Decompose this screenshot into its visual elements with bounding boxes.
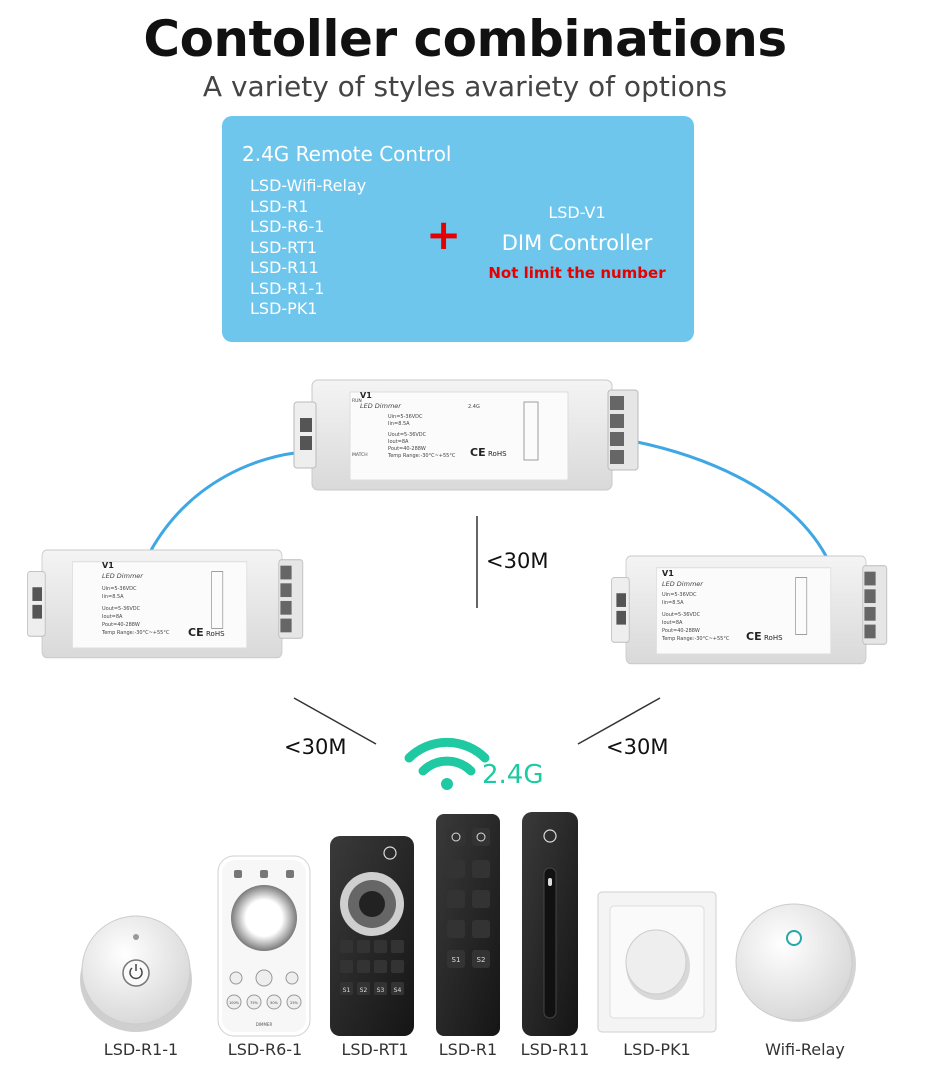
remote-model-item: LSD-R1-1 xyxy=(250,278,325,298)
svg-text:75%: 75% xyxy=(250,1001,258,1005)
controller-type-text: LED Dimmer xyxy=(360,402,402,410)
svg-text:S2: S2 xyxy=(477,956,486,964)
svg-text:S3: S3 xyxy=(377,987,385,994)
svg-text:S1: S1 xyxy=(343,987,351,994)
svg-text:LED Dimmer: LED Dimmer xyxy=(662,580,704,588)
svg-text:Uout=5-36VDC: Uout=5-36VDC xyxy=(102,606,141,612)
remote-r11 xyxy=(522,812,578,1036)
svg-text:50%: 50% xyxy=(270,1001,278,1005)
svg-text:Iin=8.5A: Iin=8.5A xyxy=(662,600,684,606)
svg-text:Uin=5-36VDC: Uin=5-36VDC xyxy=(662,592,697,598)
remote-model-item: LSD-RT1 xyxy=(250,237,318,257)
remote-r1-1 xyxy=(80,915,192,1032)
svg-text:Pout=40-288W: Pout=40-288W xyxy=(388,446,426,452)
svg-text:Temp Range:-30°C~+55°C: Temp Range:-30°C~+55°C xyxy=(661,636,730,642)
unlimited-note: Not limit the number xyxy=(488,264,666,282)
remote-model-item: LSD-Wifi-Relay xyxy=(250,176,367,195)
controller-name: V1 xyxy=(360,391,372,400)
remote-label-r11: LSD-R11 xyxy=(520,1040,590,1059)
remote-label-r1: LSD-R1 xyxy=(438,1040,498,1059)
svg-text:LED Dimmer: LED Dimmer xyxy=(102,572,144,580)
remote-model-item: LSD-R1 xyxy=(250,196,309,216)
svg-text:DIMMER: DIMMER xyxy=(256,1022,273,1027)
svg-text:2.4G: 2.4G xyxy=(468,404,480,410)
controller-right xyxy=(611,555,888,665)
distance-label-left: <30M xyxy=(284,735,347,759)
ce-mark: CE xyxy=(470,446,486,459)
svg-text:Pout=40-288W: Pout=40-288W xyxy=(662,628,700,634)
combination-info-box: 2.4G Remote Control LSD-Wifi-Relay LSD-R… xyxy=(222,116,694,342)
svg-text:Iout=8A: Iout=8A xyxy=(102,614,123,620)
remote-label-wifi-relay: Wifi-Relay xyxy=(765,1040,845,1059)
svg-text:V1: V1 xyxy=(662,569,674,578)
svg-text:Uout=5-36VDC: Uout=5-36VDC xyxy=(662,612,701,618)
remote-model-item: LSD-PK1 xyxy=(250,299,318,318)
svg-text:Uin=5-36VDC: Uin=5-36VDC xyxy=(102,586,137,592)
plus-icon: + xyxy=(426,210,462,259)
page-subtitle: A variety of styles avariety of options xyxy=(202,70,728,103)
controller-left-label: V1 LED Dimmer Uin=5-36VDC Iin=8.5A Uout=… xyxy=(101,561,225,639)
distance-label-vertical: <30M xyxy=(486,549,549,573)
svg-text:Temp Range:-30°C~+55°C: Temp Range:-30°C~+55°C xyxy=(387,453,456,459)
remote-control-heading: 2.4G Remote Control xyxy=(242,142,452,166)
svg-text:S4: S4 xyxy=(394,987,402,994)
wire-left xyxy=(148,450,306,553)
distance-line-right xyxy=(577,697,661,745)
svg-text:Uout=5-36VDC: Uout=5-36VDC xyxy=(388,432,427,438)
rohs-mark: RoHS xyxy=(488,450,507,458)
controller-model: LSD-V1 xyxy=(548,203,606,222)
remote-label-r1-1: LSD-R1-1 xyxy=(103,1040,179,1059)
page-title: Contoller combinations xyxy=(143,10,787,68)
remote-rt1: S1 S2 S3 S4 xyxy=(330,836,414,1036)
power-icon xyxy=(129,967,143,980)
svg-text:Uin=5-36VDC: Uin=5-36VDC xyxy=(388,414,423,420)
remote-pk1 xyxy=(597,891,717,1033)
svg-text:Iout=8A: Iout=8A xyxy=(388,439,409,445)
controller-right-label: V1 LED Dimmer Uin=5-36VDC Iin=8.5A Uout=… xyxy=(661,569,783,643)
svg-text:Pout=40-288W: Pout=40-288W xyxy=(102,622,140,628)
svg-text:CE: CE xyxy=(188,626,204,639)
svg-text:MATCH: MATCH xyxy=(352,452,368,458)
svg-text:Iout=8A: Iout=8A xyxy=(662,620,683,626)
svg-text:Iin=8.5A: Iin=8.5A xyxy=(102,594,124,600)
svg-text:CE: CE xyxy=(746,630,762,643)
remote-label-pk1: LSD-PK1 xyxy=(623,1040,691,1059)
wire-right xyxy=(602,434,828,557)
controller-type: DIM Controller xyxy=(501,231,653,255)
remote-r1: S1 S2 xyxy=(436,814,500,1036)
remote-r6-1: 100% 75% 50% 25% DIMMER xyxy=(217,855,311,1037)
svg-text:S2: S2 xyxy=(360,987,368,994)
remote-label-rt1: LSD-RT1 xyxy=(341,1040,409,1059)
svg-text:RoHS: RoHS xyxy=(206,630,225,638)
svg-text:Iin=8.5A: Iin=8.5A xyxy=(388,421,410,427)
distance-label-right: <30M xyxy=(606,735,669,759)
svg-text:S1: S1 xyxy=(452,956,461,964)
wifi-icon xyxy=(404,737,490,790)
svg-text:RUN: RUN xyxy=(352,398,362,404)
remote-label-r6-1: LSD-R6-1 xyxy=(227,1040,303,1059)
svg-text:V1: V1 xyxy=(102,561,114,570)
remote-model-list: LSD-Wifi-Relay LSD-R1 LSD-R6-1 LSD-RT1 L… xyxy=(250,176,366,320)
svg-text:25%: 25% xyxy=(290,1001,298,1005)
svg-text:100%: 100% xyxy=(229,1001,240,1005)
controller-left xyxy=(27,549,304,659)
svg-text:Temp Range:-30°C~+55°C: Temp Range:-30°C~+55°C xyxy=(101,630,170,636)
svg-text:RoHS: RoHS xyxy=(764,634,783,642)
remote-model-item: LSD-R11 xyxy=(250,258,319,277)
controller-top: V1 LED Dimmer Uin=5-36VDC Iin=8.5A Uout=… xyxy=(293,379,639,491)
distance-line-left xyxy=(293,697,377,745)
remote-model-item: LSD-R6-1 xyxy=(250,217,325,236)
frequency-label: 2.4G xyxy=(482,760,544,790)
remote-wifi-relay xyxy=(735,903,856,1022)
